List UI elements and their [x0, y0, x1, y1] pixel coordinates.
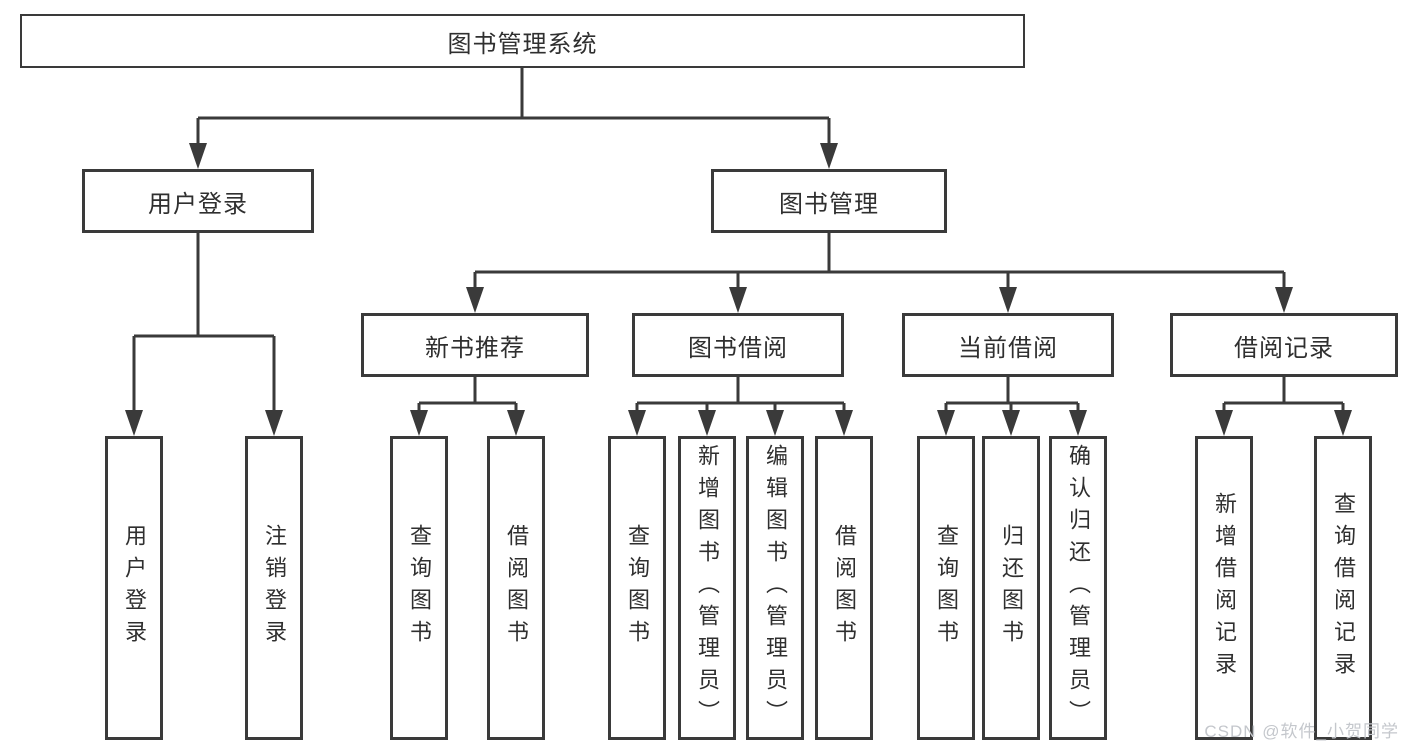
leaf-edit-books-admin: 编辑图书（管理员）	[746, 436, 804, 740]
node-user-login: 用户登录	[82, 169, 314, 233]
leaf-return-books: 归还图书	[982, 436, 1040, 740]
node-book-management-system: 图书管理系统	[20, 14, 1025, 68]
leaf-query-books-1: 查询图书	[390, 436, 448, 740]
node-label: 借阅图书	[832, 524, 857, 652]
node-label: 查询图书	[934, 524, 959, 652]
leaf-query-books-2: 查询图书	[608, 436, 666, 740]
node-label: 归还图书	[999, 524, 1024, 652]
node-new-book-recommend: 新书推荐	[361, 313, 589, 377]
node-label: 注销登录	[262, 524, 287, 652]
node-label: 图书借阅	[688, 334, 788, 362]
csdn-watermark: CSDN @软件_小贺同学	[1204, 722, 1399, 741]
leaf-query-books-3: 查询图书	[917, 436, 975, 740]
node-label: 查询图书	[407, 524, 432, 652]
leaf-user-login: 用户登录	[105, 436, 163, 740]
node-label: 查询借阅记录	[1331, 492, 1356, 684]
node-label: 当前借阅	[958, 334, 1058, 362]
leaf-query-borrow-record: 查询借阅记录	[1314, 436, 1372, 740]
node-label: 借阅图书	[504, 524, 529, 652]
node-current-borrowing: 当前借阅	[902, 313, 1114, 377]
tree-edges	[132, 68, 1345, 412]
node-label: 借阅记录	[1234, 334, 1334, 362]
node-label: 新书推荐	[425, 334, 525, 362]
node-label: 新增借阅记录	[1212, 492, 1237, 684]
node-book-borrowing: 图书借阅	[632, 313, 844, 377]
node-borrowing-records: 借阅记录	[1170, 313, 1398, 377]
leaf-confirm-return-admin: 确认归还（管理员）	[1049, 436, 1107, 740]
node-label: 确认归还（管理员）	[1066, 444, 1091, 732]
node-label: 用户登录	[122, 524, 147, 652]
leaf-borrow-books-2: 借阅图书	[815, 436, 873, 740]
node-label: 图书管理	[779, 190, 879, 218]
node-label: 用户登录	[148, 190, 248, 218]
leaf-borrow-books-1: 借阅图书	[487, 436, 545, 740]
node-book-management: 图书管理	[711, 169, 947, 233]
node-label: 编辑图书（管理员）	[763, 444, 788, 732]
node-label: 新增图书（管理员）	[695, 444, 720, 732]
node-label: 查询图书	[625, 524, 650, 652]
leaf-add-books-admin: 新增图书（管理员）	[678, 436, 736, 740]
leaf-add-borrow-record: 新增借阅记录	[1195, 436, 1253, 740]
node-label: 图书管理系统	[447, 30, 598, 58]
arrowheads	[125, 143, 1352, 436]
leaf-logout: 注销登录	[245, 436, 303, 740]
